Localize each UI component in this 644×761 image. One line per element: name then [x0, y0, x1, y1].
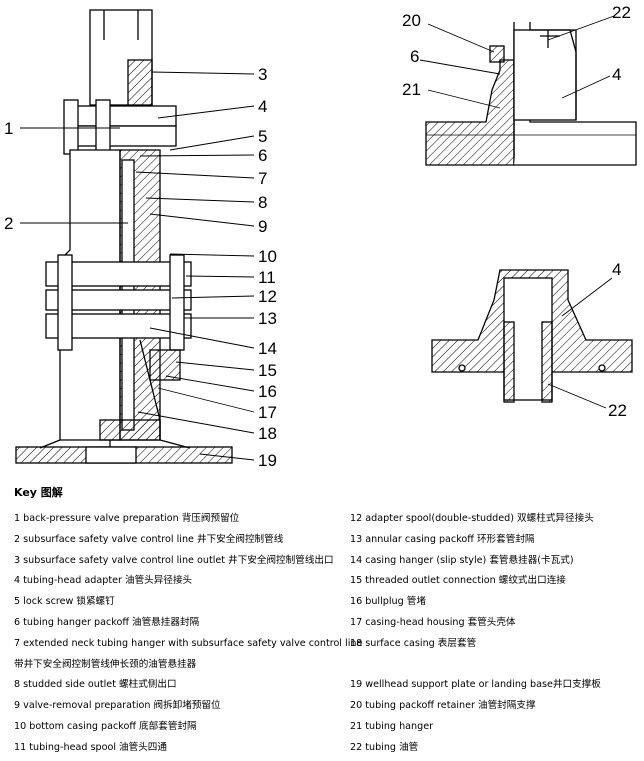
key-item-left: 3 subsurface safety valve control line o…: [14, 554, 334, 566]
callout-17: 17: [258, 403, 277, 422]
callout-11: 11: [258, 268, 276, 287]
callout-10: 10: [258, 247, 277, 266]
detail-bottom-callout-4: 4: [612, 260, 621, 279]
detail-top-leaders: [419, 15, 615, 109]
callout-14: 14: [258, 339, 277, 358]
key-item-right: 13 annular casing packoff 环形套管封隔: [350, 533, 535, 545]
key-item-left: 10 bottom casing packoff 底部套管封隔: [14, 721, 197, 732]
wellhead-assembly: [39, 9, 192, 449]
key-item-left: 5 lock screw 锁紧螺钉: [14, 596, 115, 608]
callout-18: 18: [258, 424, 277, 443]
key-item-left: 8 studded side outlet 螺柱式侧出口: [14, 679, 177, 691]
key-item-left: 6 tubing hanger packoff 油管悬挂器封隔: [14, 617, 200, 628]
callout-6: 6: [258, 146, 267, 165]
key-item-right: 22 tubing 油管: [350, 741, 419, 753]
detail-top: [425, 22, 637, 166]
key-item-right: 16 bullplug 管堵: [350, 596, 426, 608]
detail-top-callout-21: 21: [402, 80, 421, 99]
key-item-right: 14 casing hanger (slip style) 套管悬挂器(卡瓦式): [350, 554, 574, 566]
key-item-left: 带井下安全阀控制管线伸长颈的油管悬挂器: [14, 658, 197, 670]
callout-13: 13: [258, 309, 277, 328]
key-item-right: 12 adapter spool(double-studded) 双螺柱式异径接…: [350, 513, 594, 524]
detail-top-callout-20: 20: [402, 11, 421, 30]
key-item-right: 17 casing-head housing 套管头壳体: [350, 617, 516, 628]
callout-5: 5: [258, 127, 267, 146]
detail-top-callout-22: 22: [612, 3, 631, 22]
callout-3: 3: [258, 65, 267, 84]
key-item-left: 9 valve-removal preparation 阀拆卸堵预留位: [14, 700, 221, 712]
detail-top-callout-6: 6: [410, 47, 419, 66]
callout-8: 8: [258, 193, 267, 212]
callout-12: 12: [258, 287, 277, 306]
key-item-right: 15 threaded outlet connection 螺纹式出口连接: [350, 575, 566, 587]
detail-bottom-leaders: [547, 277, 613, 409]
wellhead-drawing: 1 2 3 4 5 6 7 8 9 10 11 12 13 14 15 16 1…: [4, 3, 637, 470]
key-item-right: 19 wellhead support plate or landing bas…: [350, 679, 601, 691]
callout-7: 7: [258, 169, 267, 188]
key-item-left: 2 subsurface safety valve control line 井…: [14, 533, 284, 545]
key-item-right: 21 tubing hanger: [350, 721, 434, 732]
detail-bottom: [431, 269, 633, 403]
callout-4: 4: [258, 97, 267, 116]
callout-2: 2: [4, 214, 13, 233]
key-item-right: 18 surface casing 表层套管: [350, 637, 477, 649]
key-item-left: 4 tubing-head adapter 油管头异径接头: [14, 575, 193, 587]
callout-1: 1: [4, 119, 13, 138]
detail-top-callout-4: 4: [612, 65, 621, 84]
key-item-right: 20 tubing packoff retainer 油管封隔支撑: [350, 700, 536, 712]
key-item-left: 7 extended neck tubing hanger with subsu…: [14, 637, 363, 649]
callout-19: 19: [258, 451, 277, 470]
key-title: Key 图解: [14, 486, 63, 499]
detail-bottom-callout-22: 22: [608, 401, 627, 420]
key-item-left: 1 back-pressure valve preparation 背压阀预留位: [14, 513, 240, 524]
key-item-left: 11 tubing-head spool 油管头四通: [14, 741, 167, 753]
leader-lines: [20, 71, 255, 461]
callout-9: 9: [258, 217, 267, 236]
callout-15: 15: [258, 361, 277, 380]
key-section: Key 图解 1 back-pressure valve preparation…: [14, 486, 636, 753]
callout-16: 16: [258, 382, 277, 401]
